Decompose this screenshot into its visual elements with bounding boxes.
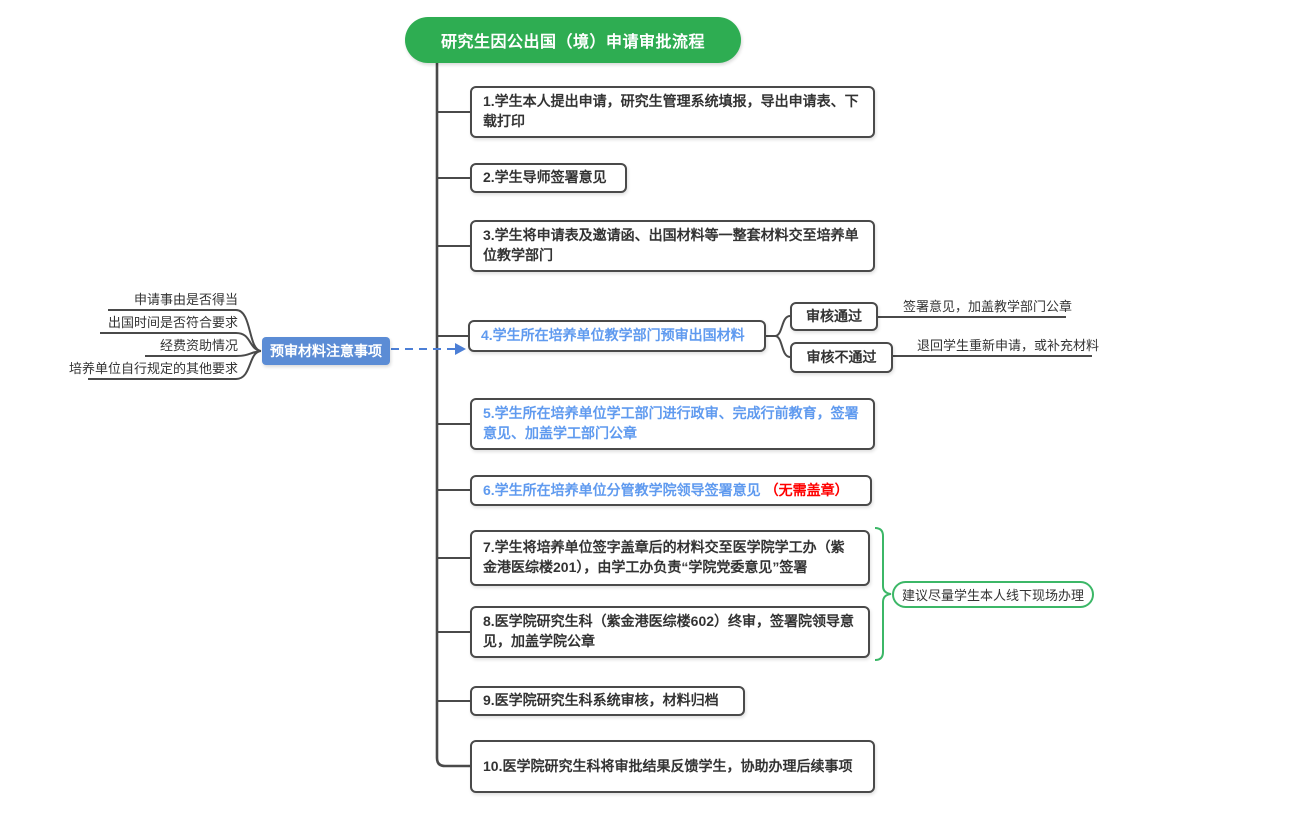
flow-title[interactable]: 研究生因公出国（境）申请审批流程: [405, 17, 741, 63]
step-node-6[interactable]: 6.学生所在培养单位分管教学院领导签署意见 （无需盖章）: [470, 475, 872, 506]
step-node-4[interactable]: 4.学生所在培养单位教学部门预审出国材料: [468, 320, 766, 352]
step-node-5[interactable]: 5.学生所在培养单位学工部门进行政审、完成行前教育，签署意见、加盖学工部门公章: [470, 398, 875, 450]
step-text: 6.学生所在培养单位分管教学院领导签署意见 （无需盖章）: [483, 481, 849, 498]
step-node-7[interactable]: 7.学生将培养单位签字盖章后的材料交至医学院学工办（紫金港医综楼201），由学工…: [470, 530, 870, 586]
step-node-3[interactable]: 3.学生将申请表及邀请函、出国材料等一整套材料交至培养单位教学部门: [470, 220, 875, 272]
result-underlines: [878, 316, 1092, 357]
step-node-10[interactable]: 10.医学院研究生科将审批结果反馈学生，协助办理后续事项: [470, 740, 875, 793]
precheck-item-4[interactable]: 培养单位自行规定的其他要求: [68, 361, 238, 376]
step-node-9[interactable]: 9.医学院研究生科系统审核，材料归档: [470, 686, 745, 716]
review-fail-node[interactable]: 审核不通过: [790, 342, 893, 373]
advice-node[interactable]: 建议尽量学生本人线下现场办理: [892, 581, 1095, 608]
review-pass-result[interactable]: 签署意见，加盖教学部门公章: [903, 299, 1073, 314]
step-node-1[interactable]: 1.学生本人提出申请，研究生管理系统填报，导出申请表、下载打印: [470, 86, 875, 138]
step-node-2[interactable]: 2.学生导师签署意见: [470, 163, 627, 193]
precheck-item-3[interactable]: 经费资助情况: [159, 338, 238, 353]
precheck-node[interactable]: 预审材料注意事项: [262, 337, 390, 365]
precheck-branch-lines: [88, 309, 262, 380]
step-note: （无需盖章）: [764, 481, 849, 498]
branch-lines: [437, 111, 470, 702]
precheck-item-1[interactable]: 申请事由是否得当: [133, 292, 238, 307]
step-node-8[interactable]: 8.医学院研究生科（紫金港医综楼602）终审，签署院领导意见，加盖学院公章: [470, 606, 870, 658]
precheck-item-2[interactable]: 出国时间是否符合要求: [107, 315, 238, 330]
review-fork-lines: [766, 315, 791, 358]
curly-brace-icon: [874, 527, 892, 661]
review-pass-node[interactable]: 审核通过: [790, 302, 878, 331]
trunk-line: [435, 62, 470, 768]
review-fail-result[interactable]: 退回学生重新申请，或补充材料: [917, 338, 1100, 353]
arrow-head-icon: [455, 343, 466, 355]
